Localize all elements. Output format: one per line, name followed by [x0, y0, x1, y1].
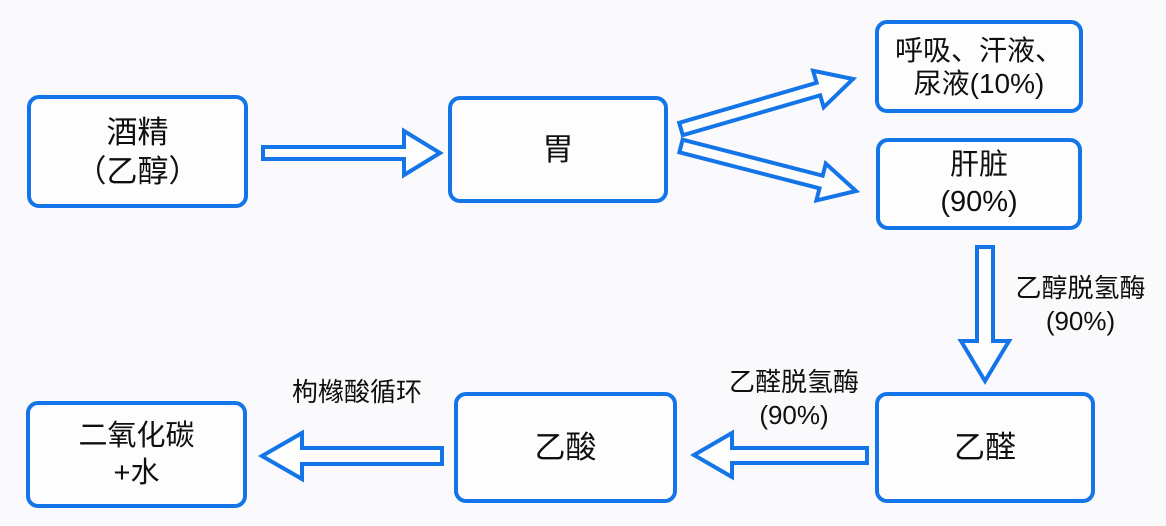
node-acetaldehyde: 乙醛: [875, 392, 1095, 503]
edge-label-acetaldehyde-dehydrogenase-line2: (90%): [759, 400, 829, 430]
node-stomach-label: 胃: [542, 132, 574, 167]
arrow-acetic-acid-to-co2-water: [257, 429, 444, 483]
edge-label-acetaldehyde-dehydrogenase: 乙醛脱氢酶 (90%): [722, 366, 866, 432]
arrow-liver-to-acetaldehyde: [957, 245, 1013, 385]
node-stomach: 胃: [448, 96, 668, 203]
arrow-acetaldehyde-to-acetic-acid: [690, 429, 869, 481]
node-excretion: 呼吸、汗液、 尿液(10%): [875, 20, 1083, 113]
edge-label-alcohol-dehydrogenase: 乙醇脱氢酶 (90%): [1008, 272, 1153, 338]
arrow-stomach-to-liver: [676, 137, 861, 204]
node-excretion-label-line1: 呼吸、汗液、: [894, 34, 1063, 66]
edge-label-citric-acid-cycle: 枸橼酸循环: [284, 376, 430, 409]
edge-label-acetaldehyde-dehydrogenase-line1: 乙醛脱氢酶: [728, 367, 859, 397]
node-acetic-acid: 乙酸: [454, 392, 677, 503]
node-liver: 肝脏 (90%): [876, 138, 1082, 230]
arrow-alcohol-to-stomach: [261, 127, 444, 179]
node-liver-label-line1: 肝脏: [949, 149, 1008, 181]
node-alcohol-label-line2: （乙醇）: [75, 153, 200, 189]
node-co2-water: 二氧化碳 +水: [26, 401, 247, 508]
node-co2-water-label-line1: 二氧化碳: [78, 419, 195, 452]
edge-label-alcohol-dehydrogenase-line2: (90%): [1045, 306, 1116, 336]
node-alcohol: 酒精 （乙醇）: [27, 95, 248, 208]
node-alcohol-label-line1: 酒精: [106, 114, 169, 150]
node-acetic-acid-label: 乙酸: [534, 430, 597, 465]
node-acetaldehyde-label: 乙醛: [954, 430, 1016, 465]
node-co2-water-label-line2: +水: [113, 456, 160, 489]
arrow-stomach-to-excretion: [676, 68, 858, 138]
edge-label-citric-acid-cycle-line1: 枸橼酸循环: [291, 377, 422, 407]
node-liver-label-line2: (90%): [940, 186, 1018, 218]
edge-label-alcohol-dehydrogenase-line1: 乙醇脱氢酶: [1015, 273, 1146, 303]
node-excretion-label-line2: 尿液(10%): [913, 67, 1045, 99]
